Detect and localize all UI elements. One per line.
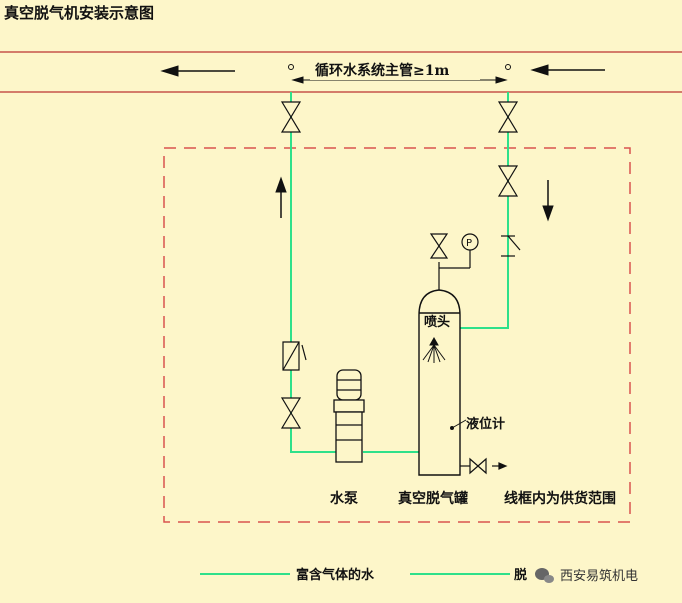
left-flow-arrow-up: [275, 176, 287, 218]
left-lower-valve-icon: [280, 397, 302, 429]
right-top-valve-icon: [497, 101, 519, 133]
main-pipe: [0, 51, 682, 93]
legend: 富含气体的水 脱: [200, 567, 527, 583]
main-pipe-label-bg: [310, 60, 480, 80]
pump-label: 水泵: [330, 490, 358, 507]
right-middle-valve-icon: [497, 165, 519, 197]
main-pipe-arrow-left: [160, 65, 235, 77]
nozzle-label: 喷头: [424, 314, 450, 330]
pressure-gauge-icon: P: [461, 233, 479, 251]
watermark-text: 西安易筑机电: [560, 568, 638, 584]
supply-scope-frame: [163, 147, 631, 523]
drain-valve-icon: [460, 457, 508, 475]
wechat-icon: [535, 568, 554, 583]
page-title: 真空脱气机安装示意图: [4, 4, 154, 22]
main-pipe-arrow-left-2: [530, 64, 605, 76]
legend-degassed-label: 脱: [514, 567, 527, 583]
level-gauge-icon: [450, 419, 467, 430]
left-top-valve-icon: [280, 101, 302, 133]
legend-gas-rich-label: 富含气体的水: [296, 567, 375, 583]
tank-label: 真空脱气罐: [398, 490, 468, 507]
main-pipe-label: 循环水系统主管≥1m: [315, 62, 449, 79]
svg-text:P: P: [466, 238, 472, 249]
vacuum-degassing-tank: [418, 289, 461, 476]
right-strainer-icon: [501, 235, 521, 257]
pipework: [290, 92, 509, 453]
level-gauge-label: 液位计: [466, 416, 505, 432]
tank-top-valve-icon: [429, 233, 449, 259]
scope-label: 线框内为供货范围: [504, 490, 616, 507]
spray-nozzle-icon: [422, 336, 446, 363]
left-check-valve-icon: [282, 341, 307, 371]
watermark: 西安易筑机电: [528, 562, 676, 588]
right-flow-arrow-down: [542, 180, 554, 222]
water-pump: [333, 369, 365, 463]
tank-top-piping: [438, 250, 471, 290]
